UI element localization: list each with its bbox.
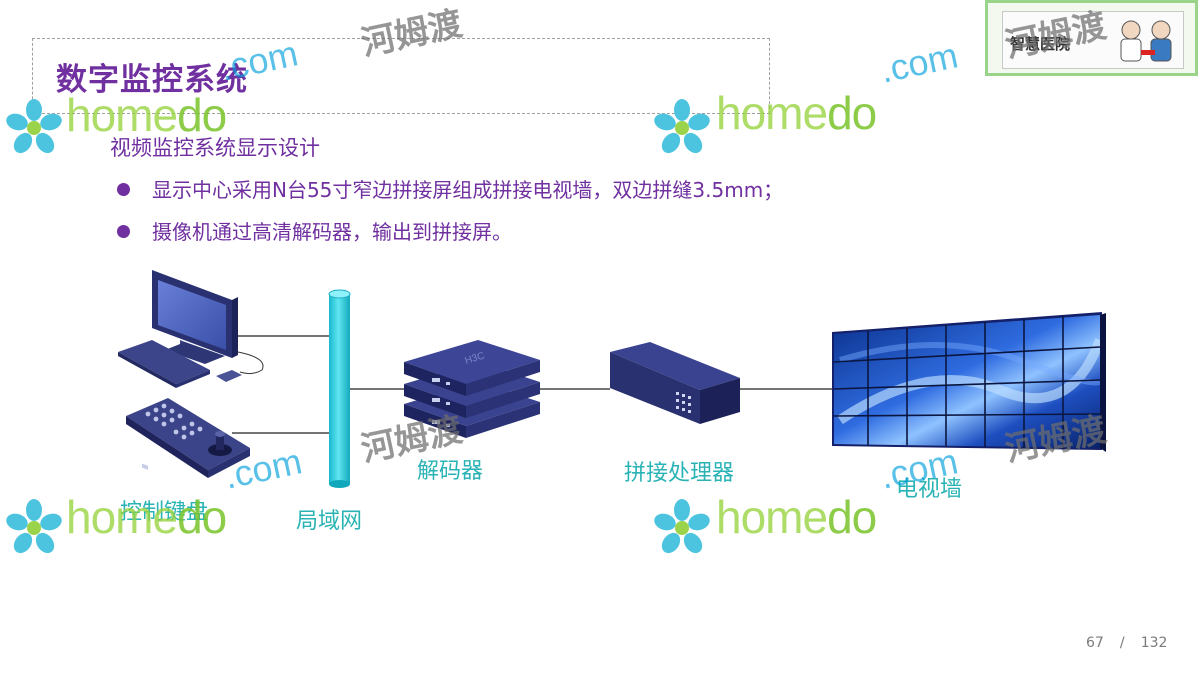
flower-icon (6, 99, 62, 154)
flower-icon (654, 99, 710, 154)
logo-panel (1002, 11, 1184, 69)
bullet-item: 摄像机通过高清解码器，输出到拼接屏。 (117, 216, 1117, 245)
control-keyboard (126, 398, 250, 478)
page-current: 67 (1086, 635, 1104, 651)
page-number: 67 / 132 (1086, 635, 1167, 651)
label-decoder: 解码器 (417, 459, 484, 484)
label-tv-wall: 电视墙 (896, 477, 963, 502)
page-title: 数字监控系统 (56, 62, 248, 98)
logo: 智慧医院 (985, 0, 1198, 76)
bullet-text: 摄像机通过高清解码器，输出到拼接屏。 (152, 220, 512, 244)
label-lan: 局域网 (296, 509, 363, 534)
logo-text: 智慧医院 (1010, 35, 1071, 53)
watermark-text: homedo (716, 491, 877, 543)
bullet-dot (117, 225, 130, 238)
lan-cylinder (328, 289, 351, 488)
computer-keyboard (118, 340, 210, 388)
decoder-stack: H3C (404, 340, 540, 438)
flower-icon (654, 499, 710, 554)
computer-monitor (152, 270, 238, 364)
label-processor: 拼接处理器 (624, 461, 735, 486)
label-keyboard: 控制键盘 (120, 500, 209, 525)
tv-wall (832, 312, 1106, 452)
title-frame (32, 38, 770, 114)
flower-icon (6, 499, 62, 554)
watermark-text: homedo (66, 89, 227, 141)
page-total: 132 (1140, 635, 1168, 651)
tv-wall-bezels (833, 316, 1101, 449)
bullet-item: 显示中心采用N台55寸窄边拼接屏组成拼接电视墙，双边拼缝3.5mm； (117, 174, 1117, 203)
splicing-processor (610, 342, 740, 424)
bullet-dot (117, 183, 130, 196)
page-separator: / (1119, 635, 1125, 651)
watermark-text: homedo (66, 491, 227, 543)
computer-mouse (216, 351, 264, 382)
watermark-text: homedo (716, 87, 877, 139)
bullet-text: 显示中心采用N台55寸窄边拼接屏组成拼接电视墙，双边拼缝3.5mm； (152, 178, 784, 202)
connection-lines (232, 335, 832, 434)
logo-illustration (1120, 20, 1172, 62)
subtitle: 视频监控系统显示设计 (110, 136, 320, 160)
